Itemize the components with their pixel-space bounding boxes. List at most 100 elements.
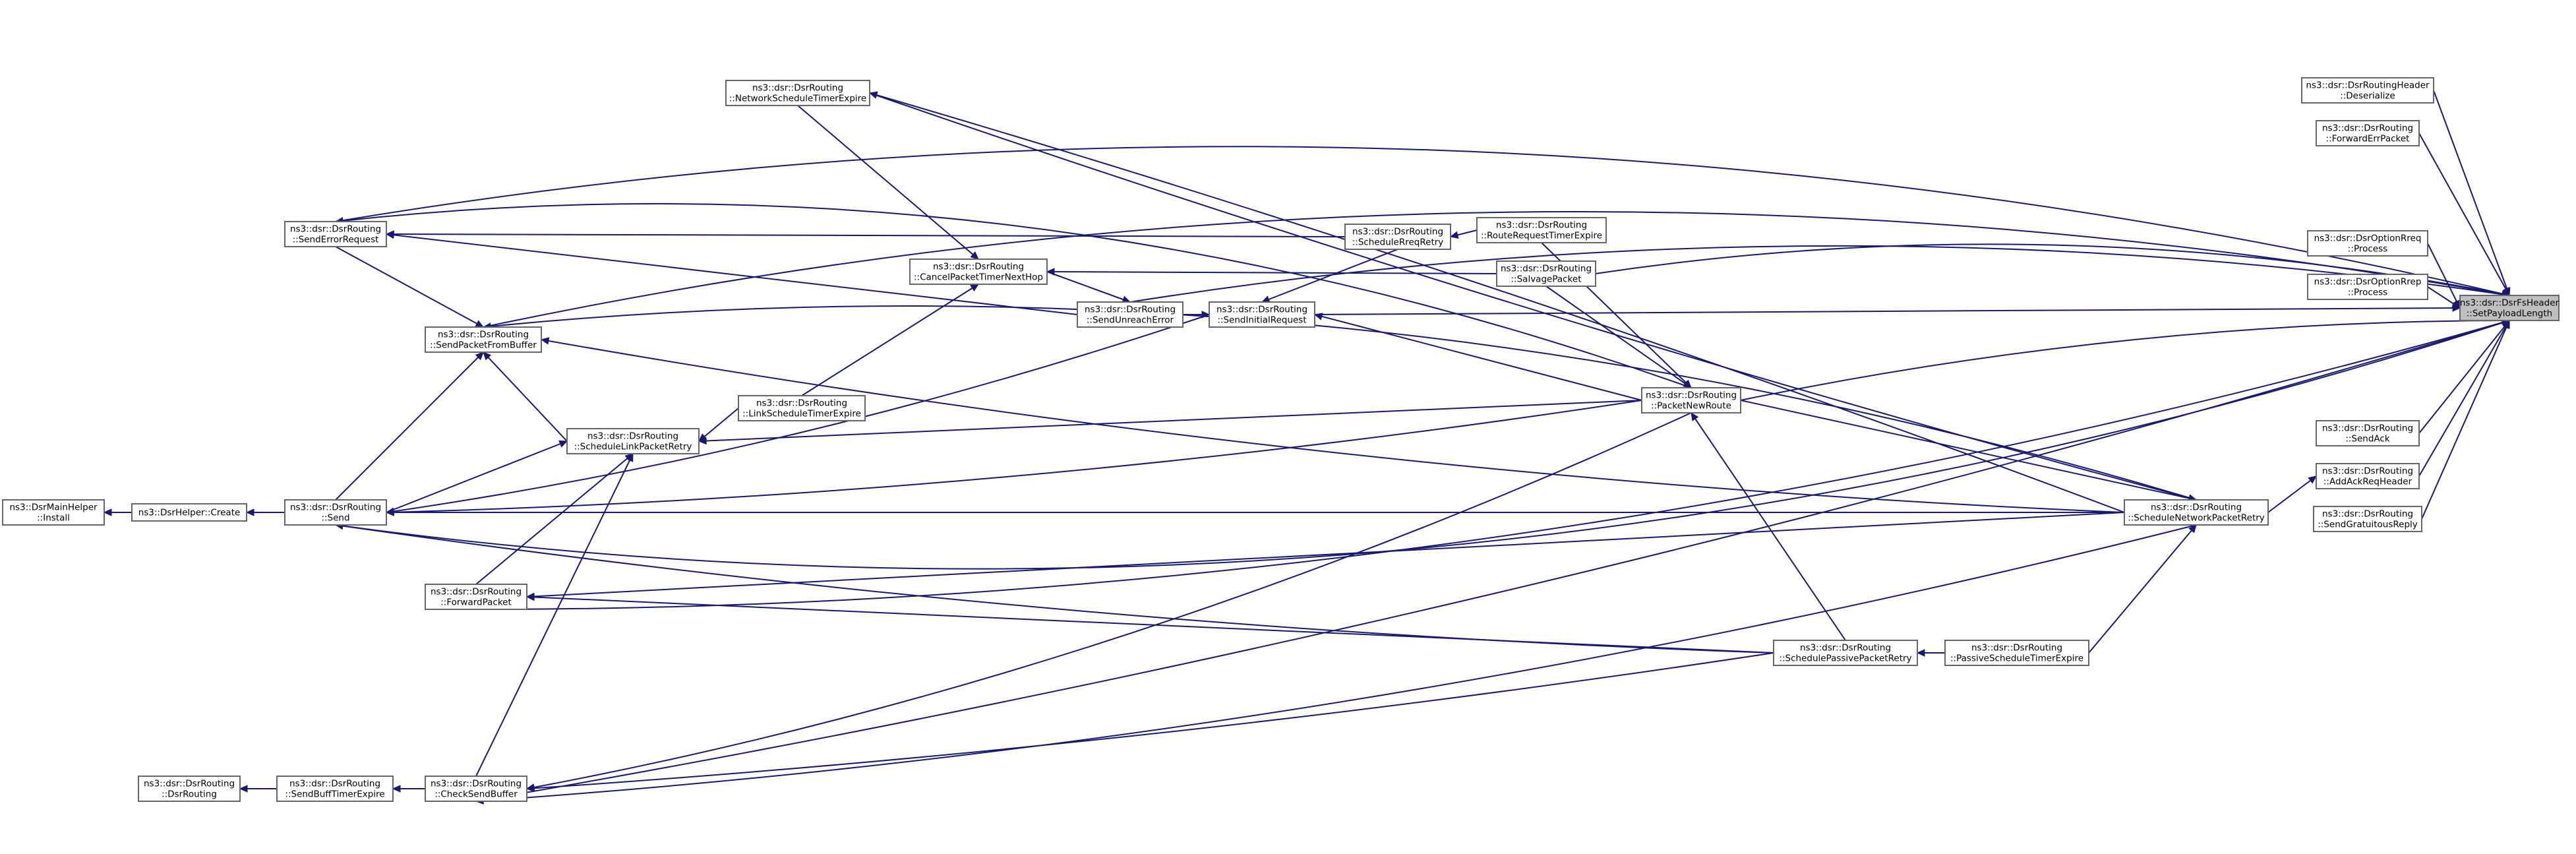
node-label: ::LinkScheduleTimerExpire: [742, 409, 861, 419]
edge-packetnewroute-to-schedlink: [698, 400, 1642, 442]
node-label: ::SendPacketFromBuffer: [430, 340, 537, 351]
node-rreqtimer[interactable]: ns3::dsr::DsrRouting::RouteRequestTimerE…: [1476, 217, 1607, 243]
node-label: ns3::dsr::DsrRouting: [587, 431, 678, 442]
node-linktimer[interactable]: ns3::dsr::DsrRouting::LinkScheduleTimerE…: [738, 395, 866, 421]
node-box[interactable]: [738, 395, 866, 421]
node-label: ::SendInitialRequest: [1217, 315, 1306, 326]
node-label: ::Process: [2348, 244, 2387, 255]
node-senderrreq[interactable]: ns3::dsr::DsrRouting::SendErrorRequest: [284, 221, 387, 247]
node-box[interactable]: [2316, 463, 2420, 489]
edge-senderrreq-to-sendpktbuf: [335, 246, 484, 328]
node-netschedtimer[interactable]: ns3::dsr::DsrRouting::NetworkScheduleTim…: [725, 80, 870, 106]
node-box[interactable]: [1944, 640, 2089, 666]
node-box[interactable]: [1496, 260, 1596, 287]
node-label: ::SetPayloadLength: [2467, 309, 2552, 319]
edge-arrowhead: [475, 320, 485, 328]
node-box[interactable]: [131, 503, 247, 522]
node-box[interactable]: [1641, 387, 1741, 413]
edge-schedrreq-to-sendinit: [1261, 249, 1398, 303]
node-box[interactable]: [1209, 301, 1315, 328]
node-box[interactable]: [2307, 274, 2428, 300]
node-label: ns3::dsr::DsrRouting: [752, 83, 843, 94]
node-box[interactable]: [276, 776, 394, 802]
node-schedlink[interactable]: ns3::dsr::DsrRouting::ScheduleLinkPacket…: [566, 428, 700, 454]
node-box[interactable]: [909, 259, 1048, 285]
node-box[interactable]: [2459, 295, 2560, 321]
node-box[interactable]: [2124, 499, 2269, 526]
edge-schednet-to-checksend: [475, 524, 2197, 802]
edge-arrowhead: [1313, 313, 1323, 320]
edge-sendunreach-to-senderrreq: [386, 233, 1078, 315]
node-optrreq[interactable]: ns3::dsr::DsrOptionRreq::Process: [2307, 230, 2428, 257]
node-label: ::ForwardErrPacket: [2326, 134, 2410, 144]
node-optrrep[interactable]: ns3::dsr::DsrOptionRrep::Process: [2307, 274, 2428, 300]
node-box[interactable]: [284, 499, 387, 526]
node-forwarderr[interactable]: ns3::dsr::DsrRouting::ForwardErrPacket: [2316, 120, 2420, 146]
node-hdr_deserialize[interactable]: ns3::dsr::DsrRoutingHeader::Deserialize: [2301, 77, 2434, 104]
node-sendack[interactable]: ns3::dsr::DsrRouting::SendAck: [2316, 420, 2420, 446]
edge-salvage-to-setpayload: [1595, 243, 2510, 296]
node-dsrrouting[interactable]: ns3::dsr::DsrRouting::DsrRouting: [138, 776, 241, 802]
node-helpercreate[interactable]: ns3::DsrHelper::Create: [131, 503, 247, 522]
node-box[interactable]: [425, 326, 542, 353]
node-box[interactable]: [425, 584, 527, 610]
edge-arrowhead: [475, 351, 484, 361]
node-label: ns3::dsr::DsrRouting: [2322, 509, 2413, 520]
node-label: ::ScheduleRreqRetry: [1352, 237, 1444, 248]
node-label: ::ForwardPacket: [440, 597, 512, 608]
node-box[interactable]: [2316, 420, 2420, 446]
node-label: ns3::dsr::DsrRouting: [756, 398, 847, 409]
node-box[interactable]: [2307, 230, 2428, 257]
node-label: ::SchedulePassivePacketRetry: [1779, 654, 1911, 664]
node-box[interactable]: [425, 776, 527, 802]
node-box[interactable]: [2, 499, 105, 526]
node-box[interactable]: [1344, 224, 1451, 250]
node-checksend[interactable]: ns3::dsr::DsrRouting::CheckSendBuffer: [425, 776, 527, 802]
edge-schednet-to-forwardpkt: [526, 512, 2125, 597]
edge-sendunreach-to-setpayload: [1129, 245, 2510, 303]
node-box[interactable]: [284, 221, 387, 247]
edge-sendgrat-to-setpayload: [2421, 320, 2510, 520]
node-sendpktbuf[interactable]: ns3::dsr::DsrRouting::SendPacketFromBuff…: [425, 326, 542, 353]
edge-schedpassive-to-checksend: [526, 652, 1774, 789]
edge-passivetimer-to-schednet: [2088, 524, 2197, 654]
node-box[interactable]: [566, 428, 700, 454]
edge-optrreq-to-setpayload: [2427, 243, 2461, 309]
node-sendinit[interactable]: ns3::dsr::DsrRouting::SendInitialRequest: [1209, 301, 1315, 328]
node-send[interactable]: ns3::dsr::DsrRouting::Send: [284, 499, 387, 526]
node-label: ns3::dsr::DsrRouting: [1800, 643, 1891, 654]
node-label: ns3::dsr::DsrRouting: [438, 330, 529, 340]
node-label: ::SalvagePacket: [1511, 274, 1582, 285]
node-setpayload[interactable]: ns3::dsr::DsrFsHeader::SetPayloadLength: [2459, 295, 2560, 321]
edge-arrowhead: [970, 251, 979, 260]
node-box[interactable]: [1773, 640, 1918, 666]
node-box[interactable]: [2313, 506, 2422, 532]
edge-arrowhead: [2188, 524, 2197, 534]
node-box[interactable]: [2301, 77, 2434, 104]
node-box[interactable]: [725, 80, 870, 106]
node-schedpassive[interactable]: ns3::dsr::DsrRouting::SchedulePassivePac…: [1773, 640, 1918, 666]
node-label: ::SendAck: [2345, 434, 2390, 444]
graph-edges: [103, 90, 2511, 805]
node-salvage[interactable]: ns3::dsr::DsrRouting::SalvagePacket: [1496, 260, 1596, 287]
node-sendbufftimer[interactable]: ns3::dsr::DsrRouting::SendBuffTimerExpir…: [276, 776, 394, 802]
node-cancelpkt[interactable]: ns3::dsr::DsrRouting::CancelPacketTimerN…: [909, 259, 1048, 285]
node-packetnewroute[interactable]: ns3::dsr::DsrRouting::PacketNewRoute: [1641, 387, 1741, 413]
node-schednet[interactable]: ns3::dsr::DsrRouting::ScheduleNetworkPac…: [2124, 499, 2269, 526]
node-box[interactable]: [138, 776, 241, 802]
edge-arrowhead: [239, 785, 248, 793]
edge-salvage-to-cancelpkt: [1046, 271, 1497, 274]
node-box[interactable]: [1077, 301, 1183, 328]
node-passivetimer[interactable]: ns3::dsr::DsrRouting::PassiveScheduleTim…: [1944, 640, 2089, 666]
node-sendunreach[interactable]: ns3::dsr::DsrRouting::SendUnreachError: [1077, 301, 1183, 328]
node-box[interactable]: [1476, 217, 1607, 243]
node-label: ns3::dsr::DsrRouting: [2322, 466, 2413, 477]
node-schedrreq[interactable]: ns3::dsr::DsrRouting::ScheduleRreqRetry: [1344, 224, 1451, 250]
node-mainhelper[interactable]: ns3::DsrMainHelper::Install: [2, 499, 105, 526]
node-sendgrat[interactable]: ns3::dsr::DsrRouting::SendGratuitousRepl…: [2313, 506, 2422, 532]
node-addackreq[interactable]: ns3::dsr::DsrRouting::AddAckReqHeader: [2316, 463, 2420, 489]
node-box[interactable]: [2316, 120, 2420, 146]
edge-schednet-to-netschedtimer: [869, 92, 2125, 513]
edge-arrowhead: [2308, 475, 2317, 484]
node-forwardpkt[interactable]: ns3::dsr::DsrRouting::ForwardPacket: [425, 584, 527, 610]
